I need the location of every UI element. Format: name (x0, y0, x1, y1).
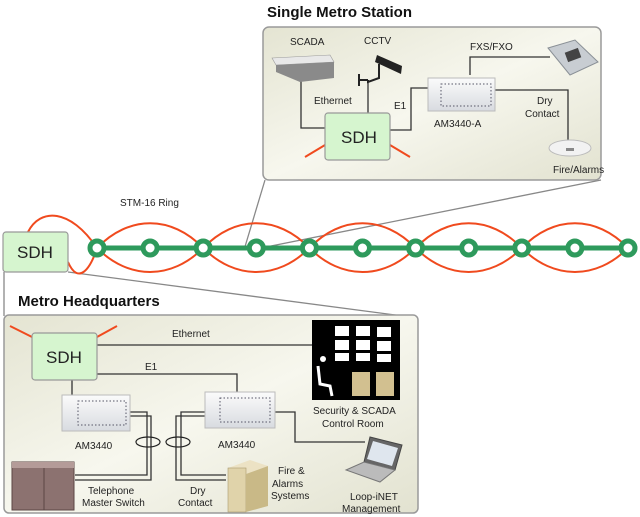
loop-inet-label-1: Loop-iNET (350, 492, 398, 503)
laptop-icon (344, 436, 403, 483)
station-title: Single Metro Station (267, 4, 412, 21)
ring-node (512, 238, 532, 258)
ring-node (459, 238, 479, 258)
hq-sdh-label: SDH (46, 348, 82, 367)
control-room-label-1: Security & SCADA (313, 406, 396, 417)
fire-alarm-server-icon (227, 460, 268, 513)
ring-node (193, 238, 213, 258)
fire-systems-label-3: Systems (271, 491, 309, 502)
hq-dry-contact-label-2: Contact (178, 498, 213, 509)
fiber-ring (27, 214, 629, 275)
telephone-switch-label-2: Master Switch (82, 498, 145, 509)
am3440-right-device-icon (204, 391, 276, 429)
scada-server-icon (271, 54, 335, 82)
ring-node (565, 238, 585, 258)
station-fiber-stubs (304, 144, 411, 158)
hq-ethernet-label: Ethernet (172, 329, 210, 340)
fire-systems-label-2: Alarms (272, 479, 303, 490)
hq-links (71, 344, 365, 481)
e1-label: E1 (394, 101, 407, 112)
ring-node (140, 238, 160, 258)
station-sdh-node (324, 112, 391, 161)
ring-node (618, 238, 638, 258)
ring-node (299, 238, 319, 258)
hq-dry-contact-label-1: Dry (190, 486, 206, 497)
dry-contact-label-1: Dry (537, 96, 553, 107)
am3440-a-device-icon (427, 77, 496, 112)
hq-e1-label: E1 (145, 362, 158, 373)
station-sdh-label: SDH (341, 128, 377, 147)
cctv-label: CCTV (364, 36, 392, 47)
fire-alarm-detector-icon (548, 139, 592, 157)
control-room-label-2: Control Room (322, 419, 384, 430)
ring-node (87, 238, 107, 258)
ring-label: STM-16 Ring (120, 198, 179, 209)
hq-fiber-stubs (9, 325, 118, 338)
am3440-left-device-icon (61, 394, 131, 432)
hq-title: Metro Headquarters (18, 293, 160, 310)
hq-sdh-node (31, 332, 98, 381)
ring-sdh-node (2, 231, 69, 273)
dry-contact-label-2: Contact (525, 109, 560, 120)
callout-lines (3, 179, 602, 319)
fire-alarms-label: Fire/Alarms (553, 165, 604, 176)
scada-label: SCADA (290, 37, 325, 48)
telephone-icon (547, 39, 599, 76)
am3440-right-label: AM3440 (218, 440, 256, 451)
ring-nodes (87, 238, 638, 258)
ring-node (353, 238, 372, 258)
control-room-icon (312, 320, 400, 400)
cctv-camera-icon (358, 55, 402, 86)
telephone-switch-icon (11, 461, 75, 511)
fxs-fxo-label: FXS/FXO (470, 42, 513, 53)
cable-bundle-icon (135, 436, 161, 448)
telephone-switch-label-1: Telephone (88, 486, 135, 497)
ring-node (406, 238, 426, 258)
cable-bundle-icon (165, 436, 191, 448)
am3440-left-label: AM3440 (75, 441, 113, 452)
am3440-a-label: AM3440-A (434, 119, 482, 130)
fire-systems-label-1: Fire & (278, 466, 305, 477)
station-links (300, 56, 569, 140)
loop-inet-label-2: Management (342, 504, 401, 515)
ring-node (246, 238, 266, 258)
ethernet-label: Ethernet (314, 96, 352, 107)
ring-sdh-label: SDH (17, 243, 53, 262)
